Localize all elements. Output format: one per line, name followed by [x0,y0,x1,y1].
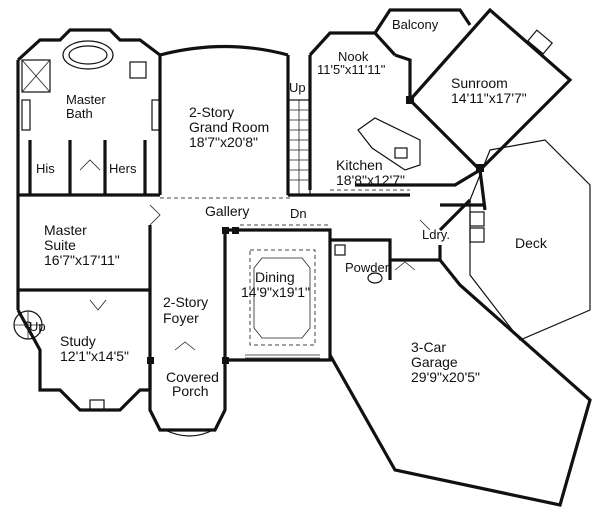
kitchen-label: Kitchen [336,157,383,173]
grand-room-label-1: 2-Story [189,104,234,120]
master-suite-label-2: Suite [44,237,76,253]
gallery-label: Gallery [205,203,249,219]
doors [79,159,431,351]
fixtures [21,29,554,411]
study-label: Study [60,333,96,349]
kitchen-size: 18'8"x12'7" [336,172,405,188]
sunroom-size: 14'11"x17'7" [451,90,527,106]
stair-down-main: Dn [290,206,307,221]
spiral-staircase [13,310,43,340]
porch-label-2: Porch [172,383,209,399]
laundry-label: Ldry. [422,227,450,242]
master-bath-label-2: Bath [66,106,93,121]
master-bath-label-1: Master [66,92,106,107]
garage-label-2: Garage [411,354,458,370]
grand-room-label-2: Grand Room [189,119,269,135]
nook-label: Nook [338,49,369,64]
deck-label: Deck [515,235,548,251]
nook-size: 11'5"x11'11" [317,62,386,77]
powder-label: Powder [345,260,390,275]
foyer-label-2: Foyer [163,310,199,326]
grand-room-size: 18'7"x20'8" [189,134,258,150]
dining-ceiling [245,249,320,359]
garage-label-1: 3-Car [411,339,446,355]
study-size: 12'1"x14'5" [60,348,129,364]
balcony-label: Balcony [392,17,439,32]
stair-up-study: Up [29,319,46,334]
garage-size: 29'9"x20'5" [411,369,480,385]
stair-up-main: Up [289,80,306,95]
room-labels: Balcony Nook 11'5"x11'11" Sunroom 14'11"… [29,17,548,399]
his-label: His [36,161,55,176]
sunroom-label: Sunroom [451,75,508,91]
gallery-dashes [160,189,410,226]
hers-label: Hers [109,161,137,176]
main-staircase [287,99,311,196]
dining-label: Dining [255,269,295,285]
master-suite-size: 16'7"x17'11" [44,252,120,268]
porch-label-1: Covered [166,369,219,385]
foyer-label-1: 2-Story [163,294,208,310]
dining-size: 14'9"x19'1" [241,284,310,300]
master-suite-label-1: Master [44,222,87,238]
